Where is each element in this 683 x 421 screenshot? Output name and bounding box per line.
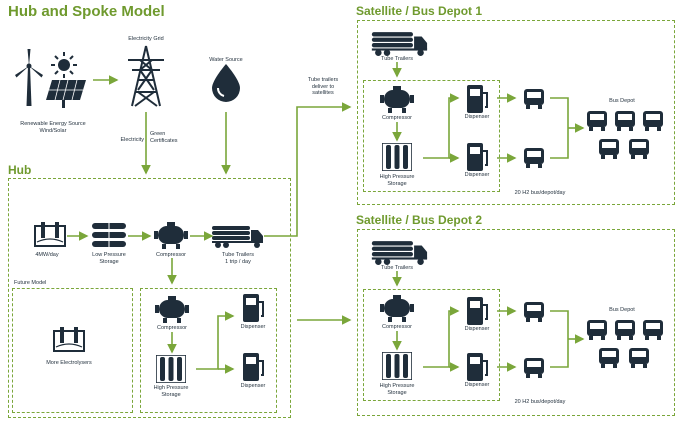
bus-icon (599, 139, 619, 159)
pylon-icon (128, 45, 164, 107)
green-certificates-label: Green Certificates (150, 131, 178, 144)
sat2-high-pressure-storage-label: High Pressure Storage (379, 383, 415, 396)
solar-panel-icon (46, 80, 86, 108)
bus-icon (615, 320, 635, 340)
sat2-dispenser-1-label: Dispenser (464, 326, 490, 332)
bus-icon (615, 111, 635, 131)
future-model-box (12, 288, 133, 413)
compressor-icon (380, 295, 414, 322)
tube-trailer-icon (371, 241, 428, 265)
dispenser-icon (467, 353, 488, 381)
sat1-footer-label: 20 H2 bus/depot/day (514, 190, 566, 196)
satellite-1-box (357, 20, 675, 205)
sat1-dispenser-1-label: Dispenser (464, 114, 490, 120)
electrolyser-capacity-label: 4MW/day (35, 252, 59, 258)
bus-icon (599, 348, 619, 368)
compressor-icon (155, 296, 189, 323)
dispenser-icon (467, 297, 488, 325)
bus-icon (587, 320, 607, 340)
compressor-icon (154, 222, 188, 249)
satellite-2-title: Satellite / Bus Depot 2 (356, 213, 483, 227)
bus-icon (643, 320, 663, 340)
water-drop-icon (212, 64, 240, 102)
electrolyser-icon (53, 327, 85, 352)
storage-tank-icon (156, 355, 186, 383)
tube-trailers-deliver-label: Tube trailers deliver to satellites (307, 77, 339, 96)
electricity-label: Electricity (120, 137, 144, 143)
renewable-label: Renewable Energy Source Wind/Solar (20, 121, 86, 134)
more-electrolysers-label: More Electrolysers (46, 360, 92, 366)
bus-icon (629, 348, 649, 368)
bus-icon (524, 89, 544, 109)
storage-tank-icon (382, 143, 412, 171)
sat2-tube-trailers-label: Tube Trailers (381, 265, 413, 271)
electricity-grid-label: Electricity Grid (128, 36, 164, 42)
bus-icon (629, 139, 649, 159)
water-source-label: Water Source (209, 57, 243, 63)
storage-tank-icon (382, 352, 412, 380)
satellite-1-title: Satellite / Bus Depot 1 (356, 4, 483, 18)
sat2-bus-depot-label: Bus Depot (609, 307, 635, 313)
bus-icon (524, 148, 544, 168)
bus-icon (524, 358, 544, 378)
hub-compressor-2-label: Compressor (157, 325, 187, 331)
bus-icon (587, 111, 607, 131)
dispenser-icon (243, 353, 264, 381)
satellite-2-box (357, 229, 675, 416)
sat1-high-pressure-storage-label: High Pressure Storage (379, 174, 415, 187)
bus-icon (643, 111, 663, 131)
sat2-footer-label: 20 H2 bus/depot/day (514, 399, 566, 405)
dispenser-icon (243, 294, 264, 322)
bus-icon (524, 302, 544, 322)
page-title: Hub and Spoke Model (8, 3, 165, 20)
satellite-1-station-box (363, 80, 500, 192)
hub-dispenser-2-label: Dispenser (240, 383, 266, 389)
tube-trailer-icon (371, 32, 428, 56)
low-pressure-storage-label: Low Pressure Storage (92, 252, 126, 265)
sat1-bus-depot-label: Bus Depot (609, 98, 635, 104)
satellite-2-station-box (363, 289, 500, 401)
dispenser-icon (467, 143, 488, 171)
hub-dispensing-box (140, 288, 277, 413)
hub-high-pressure-storage-label: High Pressure Storage (153, 385, 189, 398)
electrolyser-icon (34, 222, 66, 247)
dispenser-icon (467, 85, 488, 113)
sat1-compressor-label: Compressor (382, 115, 412, 121)
future-model-label: Future Model (14, 280, 47, 286)
hub-title: Hub (8, 163, 32, 177)
hub-tube-trailers-label: Tube Trailers 1 trip / day (222, 252, 254, 265)
tube-trailer-icon (212, 226, 263, 248)
wind-turbine-icon (15, 49, 43, 106)
sat2-dispenser-2-label: Dispenser (464, 382, 490, 388)
storage-tank-icon (92, 222, 126, 250)
sat1-dispenser-2-label: Dispenser (464, 172, 490, 178)
hub-dispenser-1-label: Dispenser (240, 324, 266, 330)
sat2-compressor-label: Compressor (382, 324, 412, 330)
hub-compressor-label: Compressor (156, 252, 186, 258)
sun-icon (51, 52, 77, 78)
sat1-tube-trailers-label: Tube Trailers (381, 56, 413, 62)
compressor-icon (380, 86, 414, 113)
hub-box (8, 178, 291, 418)
